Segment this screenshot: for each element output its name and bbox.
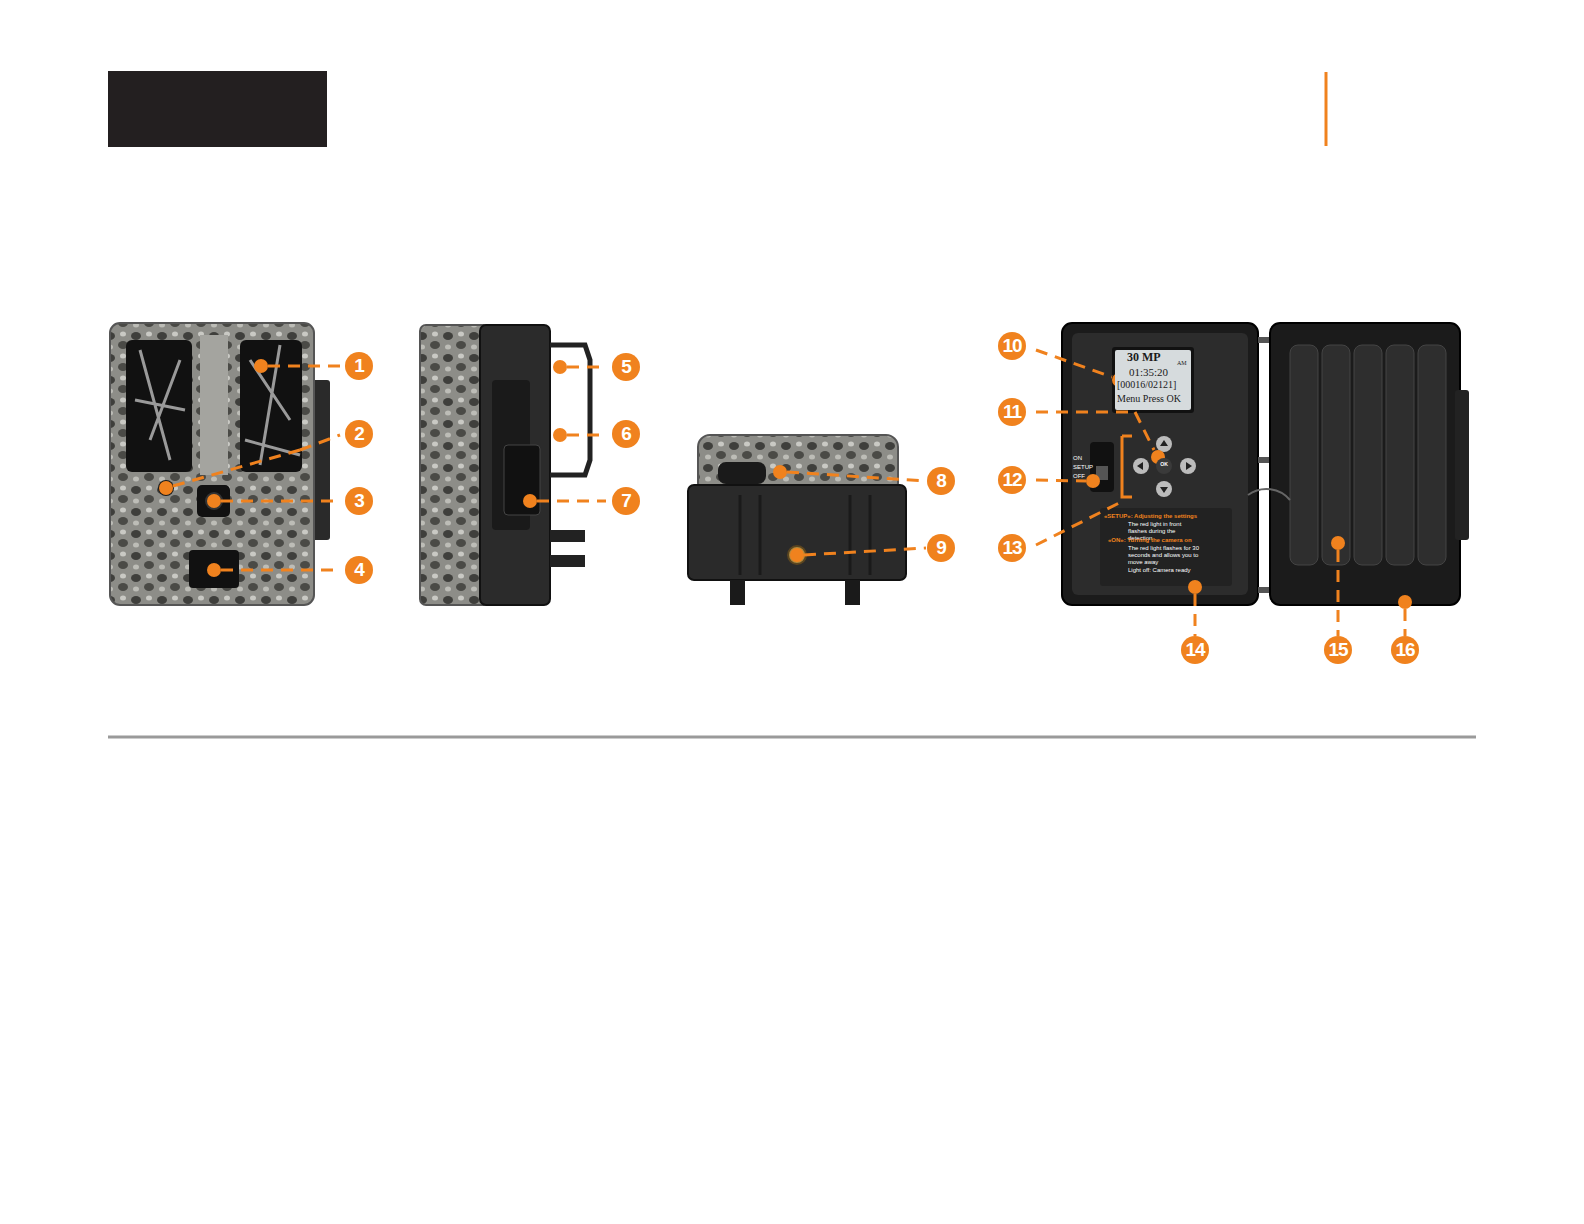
lcd-text: Menu Press OK [1117, 394, 1181, 404]
callout-number: 5 [612, 353, 640, 381]
leader-lines [173, 350, 1405, 636]
lcd-text: [00016/02121] [1117, 380, 1176, 390]
instruction-text: The red light flashes for 30 seconds and… [1128, 545, 1212, 566]
switch-label: ON [1073, 455, 1082, 462]
header-block [108, 71, 327, 147]
accent-line [1325, 72, 1328, 146]
button-label: OK [1156, 462, 1172, 467]
lcd-text: 01:35:20 [1129, 367, 1168, 378]
bottom-view [688, 435, 906, 605]
callout-number: 14 [1181, 636, 1209, 664]
instruction-text: «SETUP»: Adjusting the settings [1104, 513, 1197, 520]
callout-number: 15 [1324, 636, 1352, 664]
switch-label: OFF [1073, 473, 1085, 480]
callout-number: 10 [998, 332, 1026, 360]
callout-number: 2 [345, 420, 373, 448]
callout-number: 16 [1391, 636, 1419, 664]
callout-dots [159, 359, 1412, 609]
open-view [1062, 323, 1469, 605]
lcd-screen: 30 MP AM 01:35:20 [00016/02121] Menu Press O… [1115, 350, 1191, 410]
callout-number: 7 [612, 487, 640, 515]
instruction-text: «ON»: Turning the camera on [1108, 537, 1192, 544]
callout-number: 4 [345, 556, 373, 584]
callout-number: 8 [927, 467, 955, 495]
callout-number: 13 [998, 534, 1026, 562]
lcd-megapixel: 30 MP [1127, 351, 1161, 363]
ok-button: OK [1156, 458, 1172, 474]
divider-line [108, 736, 1476, 739]
callout-number: 6 [612, 420, 640, 448]
callout-number: 9 [927, 534, 955, 562]
switch-label: SETUP [1073, 464, 1093, 471]
instruction-text: Light off: Camera ready [1128, 567, 1191, 574]
callout-number: 11 [998, 398, 1026, 426]
side-view [420, 325, 590, 605]
callout-number: 12 [998, 466, 1026, 494]
callout-number: 1 [345, 352, 373, 380]
lcd-text: AM [1177, 360, 1187, 366]
callout-number: 3 [345, 487, 373, 515]
